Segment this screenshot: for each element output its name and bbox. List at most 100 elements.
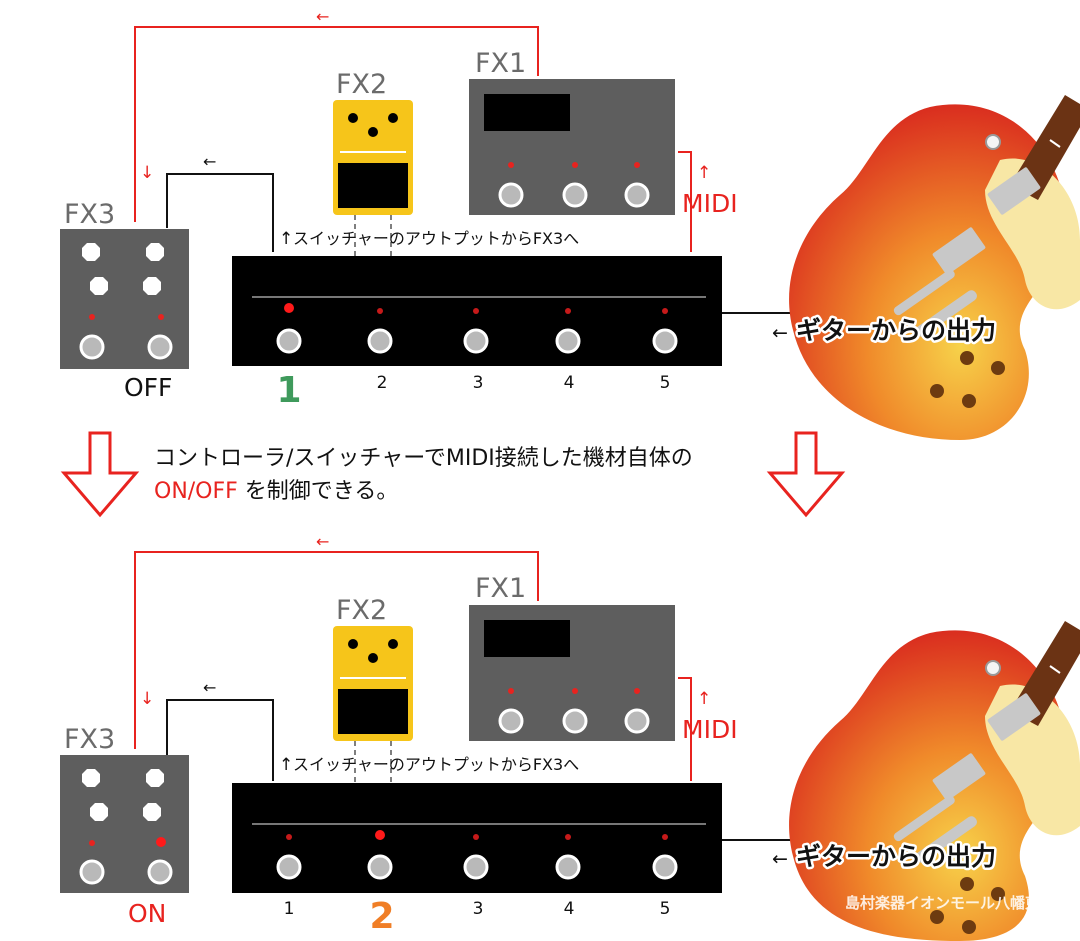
description-line-2-rest: を制御できる。: [238, 479, 399, 504]
switch-number-active: 2: [369, 896, 394, 937]
guitar-knob: [930, 384, 944, 398]
fx3-footswitch: [79, 859, 105, 885]
guitar-knob: [930, 910, 944, 924]
down-arrow-icon: [60, 431, 140, 518]
switch-number: 5: [660, 373, 671, 393]
switcher-led: [473, 308, 479, 314]
arrow-left-icon: ←: [203, 152, 216, 171]
switcher-footswitch: [652, 328, 678, 354]
switcher-led-active: [375, 830, 385, 840]
top-panel: ← ↓ ← FX1 ↑ MIDI FX2 ↑ スイッチャーのアウトプットからFX…: [60, 7, 1080, 441]
fx1-footswitch: [498, 708, 524, 734]
switcher-footswitch: [652, 854, 678, 880]
bottom-panel: ← ↓ ← FX1 ↑ MIDI FX2 ↑ スイッチャーのアウトプットからFX…: [60, 532, 1080, 941]
switcher-output-line: [166, 173, 274, 252]
fx2-footswitch: [338, 689, 408, 734]
guitar-output-label: ギターからの出力: [796, 316, 996, 345]
fx3-led: [89, 314, 95, 320]
switch-number: 3: [473, 899, 484, 919]
guitar-bridge: [893, 795, 955, 842]
fx3-knob: [146, 243, 164, 261]
switcher-led: [662, 834, 668, 840]
switch-number: 4: [564, 373, 575, 393]
switcher-led: [473, 834, 479, 840]
switcher-footswitch: [463, 328, 489, 354]
switcher-footswitch: [276, 854, 302, 880]
guitar-knob: [960, 351, 974, 365]
guitar-knob: [991, 887, 1005, 901]
switcher-led-active: [284, 303, 294, 313]
arrow-down-icon: ↓: [140, 163, 154, 183]
fx1-display: [484, 620, 570, 657]
fx2-footswitch: [338, 163, 408, 208]
return-loop-line: [134, 26, 539, 222]
guitar-strap-pin: [985, 134, 1001, 150]
fx3-led-active: [156, 837, 166, 847]
fx2-knob: [388, 639, 398, 649]
fx2-knob: [368, 653, 378, 663]
guitar-tailpiece: [915, 290, 977, 337]
midi-label: MIDI: [682, 715, 738, 744]
guitar-pickup: [932, 753, 986, 801]
fx2-label: FX2: [336, 595, 387, 626]
guitar-pickup: [987, 693, 1041, 741]
fx3-label: FX3: [64, 724, 115, 755]
fx1-led: [572, 162, 578, 168]
fx2-label: FX2: [336, 69, 387, 100]
switch-number: 3: [473, 373, 484, 393]
fx1-led: [634, 162, 640, 168]
fx1-footswitch: [624, 182, 650, 208]
fx1-display: [484, 94, 570, 131]
arrow-up-icon: ↑: [697, 163, 711, 183]
guitar-bridge: [893, 269, 955, 316]
guitar-knob: [962, 920, 976, 934]
switcher-footswitch: [276, 328, 302, 354]
switcher-footswitch: [555, 328, 581, 354]
switch-number: 5: [660, 899, 671, 919]
watermark: 島村楽器イオンモール八幡東店: [845, 894, 1055, 912]
switcher-led: [565, 834, 571, 840]
guitar-tailpiece: [915, 816, 977, 863]
fx3-footswitch: [147, 334, 173, 360]
output-note: スイッチャーのアウトプットからFX3へ: [293, 229, 579, 248]
arrow-left-icon: ←: [772, 322, 788, 344]
description-line-1: コントローラ/スイッチャーでMIDI接続した機材自体の: [154, 446, 693, 471]
fx3-knob: [82, 243, 100, 261]
fx3-led: [89, 840, 95, 846]
fx1-label: FX1: [475, 573, 526, 604]
fx2-knob: [388, 113, 398, 123]
fx3-knob: [146, 769, 164, 787]
fx1-led: [508, 162, 514, 168]
switcher-footswitch: [367, 854, 393, 880]
fx3-led: [158, 314, 164, 320]
arrow-left-icon: ←: [203, 678, 216, 697]
guitar-pickup: [987, 167, 1041, 215]
midi-label: MIDI: [682, 189, 738, 218]
transition-section: コントローラ/スイッチャーでMIDI接続した機材自体の ON/OFF を制御でき…: [60, 431, 846, 518]
fx3-knob: [82, 769, 100, 787]
guitar-knob: [991, 361, 1005, 375]
guitar-knob: [962, 394, 976, 408]
switch-number: 4: [564, 899, 575, 919]
switcher-output-line: [166, 699, 274, 781]
guitar-output-label: ギターからの出力: [796, 842, 996, 871]
fx3-knob: [143, 277, 161, 295]
fx1-label: FX1: [475, 48, 526, 79]
switch-number: 2: [377, 373, 388, 393]
return-loop-line: [134, 551, 539, 749]
guitar-strap-pin: [985, 660, 1001, 676]
guitar-pickup: [932, 227, 986, 275]
guitar-fret-inlay: [1049, 139, 1061, 148]
fx3-state-off: OFF: [124, 373, 172, 402]
fx1-led: [634, 688, 640, 694]
guitar-illustration: [789, 95, 1080, 441]
arrow-down-icon: ↓: [140, 689, 154, 709]
return-arrow-left-icon: ←: [316, 7, 329, 26]
switcher-footswitch: [463, 854, 489, 880]
fx2-knob: [348, 639, 358, 649]
fx1-led: [508, 688, 514, 694]
guitar-output-caption: ← ギターからの出力: [770, 314, 999, 348]
down-arrow-icon: [766, 431, 846, 518]
switch-number: 1: [284, 899, 295, 919]
